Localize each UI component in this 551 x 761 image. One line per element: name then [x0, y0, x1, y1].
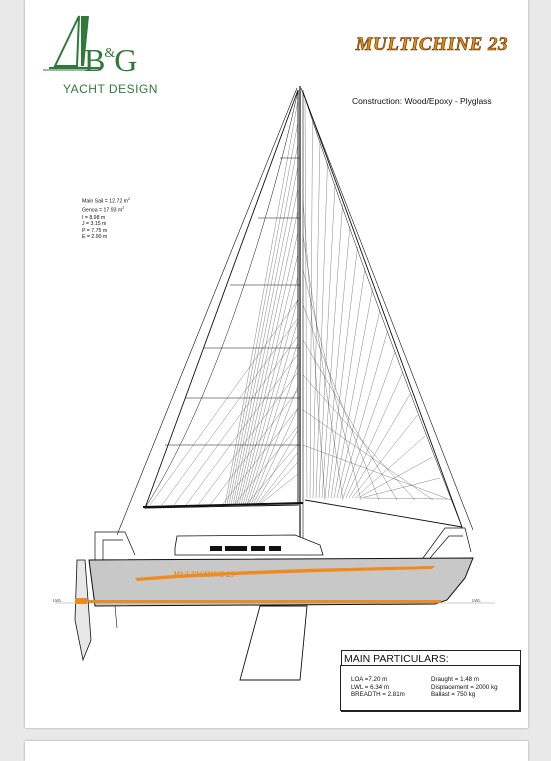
drawing-page: B&G YACHT DESIGN MULTICHINE 23 Construct…: [25, 0, 528, 728]
keel: [239, 605, 308, 681]
cabin: [174, 534, 324, 556]
main-sail-area: Main Sail = 12.72 m2: [82, 197, 130, 205]
logo-brand: B&G: [84, 42, 139, 78]
construction-note: Construction: Wood/Epoxy - Plyglass: [352, 96, 492, 106]
mainsail-panels: [149, 99, 299, 506]
ballast-value: Ballast = 750 kg: [431, 691, 476, 698]
breadth-value: BREADTH = 2.81m: [351, 691, 405, 698]
loa-value: LOA =7.20 m: [351, 676, 388, 683]
particulars-header: MAIN PARTICULARS:: [344, 653, 449, 665]
sheer-stripe: [135, 566, 435, 581]
main-particulars-box: MAIN PARTICULARS: LOA =7.20 m LWL = 6.34…: [340, 650, 521, 712]
backstay: [116, 87, 298, 536]
e-dimension: E = 2.90 m: [82, 234, 108, 241]
lwl-right-label: LWL: [472, 598, 481, 603]
mainsail: [144, 89, 300, 509]
particulars-right-column: Draught = 1.48 m Displacement = 2000 kg …: [431, 676, 498, 699]
hull: [88, 557, 474, 607]
j-dimension: J = 3.15 m: [82, 221, 107, 228]
draught-value: Draught = 1.48 m: [431, 676, 479, 683]
rudder: [74, 559, 92, 662]
logo-subtitle: YACHT DESIGN: [63, 82, 158, 96]
sail-logo-icon: [43, 15, 101, 71]
particulars-left-column: LOA =7.20 m LWL = 6.34 m BREADTH = 2.81m: [351, 676, 405, 699]
lwl-left-label: LWL: [53, 598, 62, 603]
boom: [142, 502, 304, 508]
hull-name-label: MULTICHINE 23: [172, 570, 234, 579]
particulars-values: LOA =7.20 m LWL = 6.34 m BREADTH = 2.81m…: [340, 665, 520, 711]
boot-stripe: [89, 600, 441, 603]
displacement-value: Displacement = 2000 kg: [431, 683, 498, 691]
lwl-value: LWL = 6.34 m: [351, 683, 389, 691]
forestay: [300, 87, 474, 531]
stern-pulpit: [94, 527, 472, 560]
next-page: [25, 741, 528, 761]
design-title: MULTICHINE 23: [355, 34, 508, 56]
genoa-area: Genoa = 17.93 m2: [82, 206, 125, 215]
genoa-sail: [302, 91, 463, 528]
genoa-panels: [302, 99, 452, 501]
i-dimension: I = 8.98 m: [82, 214, 106, 221]
sailboat-drawing: MULTICHINE 23: [55, 86, 495, 681]
p-dimension: P = 7.75 m: [82, 227, 108, 234]
sail-data-list: Main Sail = 12.72 m2 Genoa = 17.93 m2 I …: [82, 196, 130, 241]
bg-logo: B&G YACHT DESIGN: [41, 12, 191, 96]
